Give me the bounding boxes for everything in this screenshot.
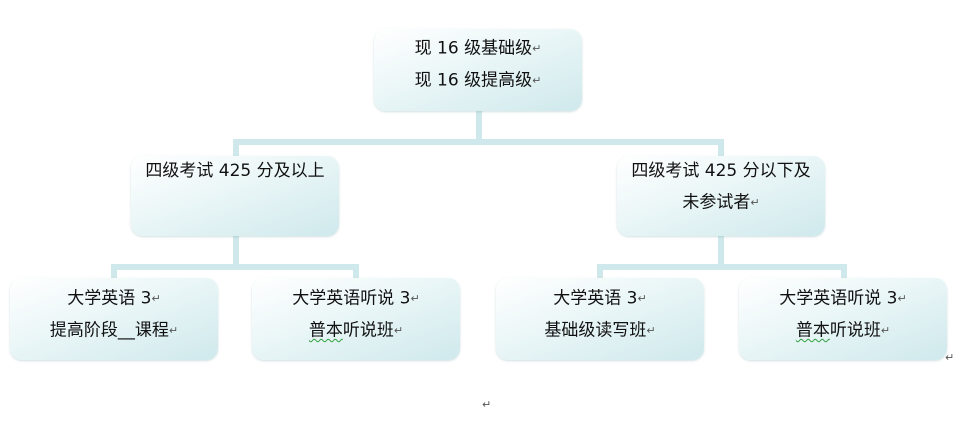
- leaf-3-text-2: 基础级读写班↵: [544, 320, 656, 340]
- right-group-text-2: 未参试者↵: [682, 192, 760, 213]
- left-group-text: 四级考试 425 分及以上: [145, 161, 325, 181]
- root-text-1: 现 16 级基础级↵: [414, 38, 542, 59]
- paragraph-mark: ↵: [880, 323, 891, 337]
- root-text-2: 现 16 级提高级↵: [414, 70, 542, 90]
- right-drop: [718, 139, 724, 156]
- leaf-1-text-1: 大学英语 3↵: [67, 288, 161, 309]
- paragraph-mark: ↵: [168, 323, 179, 337]
- paragraph-mark: ↵: [532, 42, 542, 55]
- leaf-basic-reading-writing: 大学英语 3↵ 基础级读写班↵: [496, 278, 704, 360]
- paragraph-mark: ↵: [393, 323, 404, 337]
- paragraph-mark: ↵: [532, 73, 542, 87]
- leaf-2-text-1: 大学英语听说 3↵: [292, 288, 420, 309]
- right-group-node: 四级考试 425 分以下及 未参试者↵: [617, 156, 825, 236]
- level1-bar: [233, 139, 723, 145]
- leaf-4-text-2: 普本听说班↵: [795, 320, 891, 340]
- left-drop: [233, 139, 239, 156]
- leaf-listening-speaking-right: 大学英语听说 3↵ 普本听说班↵: [739, 278, 947, 360]
- paragraph-mark: ↵: [637, 292, 647, 305]
- leaf-2-text-2: 普本听说班↵: [308, 320, 404, 340]
- leaf-4-text-1: 大学英语听说 3↵: [779, 288, 907, 309]
- left-bar: [111, 264, 359, 270]
- leaf-advanced-course: 大学英语 3↵ 提高阶段__课程↵: [10, 278, 218, 360]
- paragraph-mark: ↵: [897, 292, 907, 305]
- root-node: 现 16 级基础级↵ 现 16 级提高级↵: [374, 29, 582, 111]
- leaf-listening-speaking-left: 大学英语听说 3↵ 普本听说班↵: [252, 278, 460, 360]
- left-group-node: 四级考试 425 分及以上: [131, 156, 339, 236]
- left-leaf1-drop: [111, 264, 117, 278]
- right-stem: [718, 235, 724, 267]
- leaf-1-text-2: 提高阶段__课程↵: [49, 320, 179, 340]
- right-leaf2-drop: [841, 264, 847, 278]
- right-bar: [597, 264, 847, 270]
- left-leaf2-drop: [353, 264, 359, 278]
- root-stem: [476, 111, 482, 141]
- paragraph-mark: ↵: [410, 292, 420, 305]
- leaf-3-text-1: 大学英语 3↵: [553, 288, 647, 309]
- paragraph-mark-right: ↵: [945, 351, 955, 364]
- right-leaf1-drop: [597, 264, 603, 278]
- left-stem: [233, 235, 239, 267]
- paragraph-mark-bottom: ↵: [482, 398, 492, 411]
- paragraph-mark: ↵: [646, 323, 656, 337]
- paragraph-mark: ↵: [151, 292, 161, 305]
- paragraph-mark: ↵: [750, 196, 760, 209]
- right-group-text-1: 四级考试 425 分以下及: [631, 161, 811, 181]
